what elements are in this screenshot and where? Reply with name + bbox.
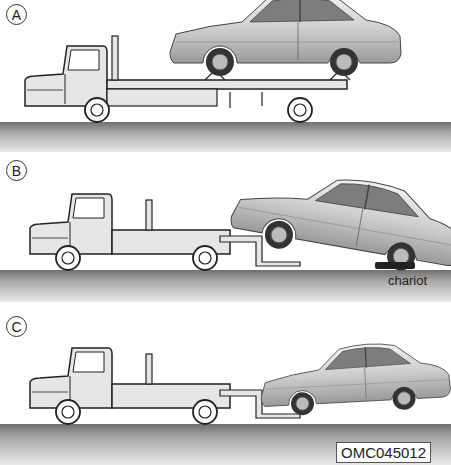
panel-letter: B xyxy=(6,160,27,181)
dolly-label: chariot xyxy=(388,273,427,288)
panel-letter-text: B xyxy=(12,164,21,178)
panel-letter-text: A xyxy=(12,8,21,22)
figure-code: OMC045012 xyxy=(336,442,431,463)
panel-letter-text: C xyxy=(11,320,21,334)
panel-letter: A xyxy=(6,4,27,25)
panel-letter: C xyxy=(6,316,27,337)
